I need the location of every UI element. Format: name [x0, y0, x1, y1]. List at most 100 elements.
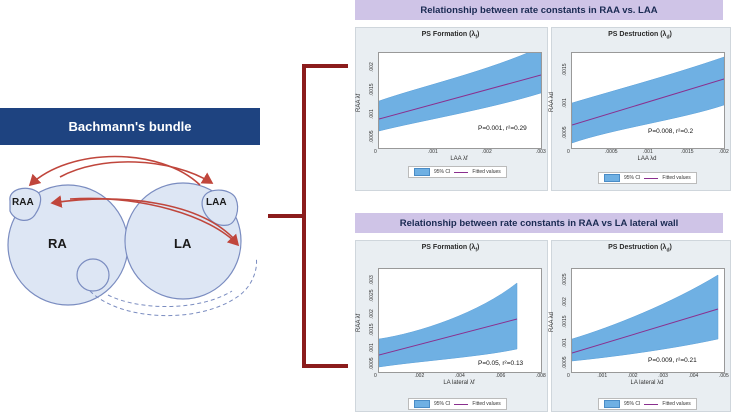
legend-fit-swatch — [644, 403, 659, 405]
stat-annotation: P=0.001, r²=0.29 — [478, 125, 527, 132]
plot-area — [378, 52, 542, 149]
y-tick-label: .001 — [562, 97, 568, 108]
legend-fit-swatch — [644, 177, 659, 179]
arrow-laa-to-raa — [28, 155, 201, 187]
laa-lobe — [201, 189, 239, 226]
chart-svg — [379, 53, 541, 132]
y-tick-label: .0005 — [562, 356, 568, 369]
y-tick-label: .0005 — [369, 357, 375, 371]
y-tick-label: .0015 — [369, 323, 375, 337]
y-axis-label: RAA λd — [549, 311, 555, 332]
y-tick-label: .003 — [369, 274, 375, 285]
legend-ci-label: 95% CI — [624, 175, 641, 181]
x-tick-label: .001 — [597, 373, 608, 379]
x-axis-label: LAA λf — [450, 156, 468, 162]
bracket — [268, 64, 348, 368]
legend-ci-swatch — [604, 400, 620, 408]
stat-annotation: P=0.008, r²=0.2 — [648, 128, 694, 135]
laa-label: LAA — [206, 197, 227, 208]
chart-title: PS Formation (λf) — [421, 31, 480, 41]
legend-ci-swatch — [414, 168, 430, 176]
chart-legend: 95% CI Fitted values — [598, 398, 697, 410]
x-tick-label: 0 — [374, 149, 377, 155]
x-axis-label: LA lateral λf — [443, 380, 475, 386]
chart-title: PS Destruction (λd) — [608, 244, 672, 254]
section-header-la-lateral: Relationship between rate constants in R… — [355, 213, 723, 233]
bachmann-bundle-band: Bachmann's bundle — [0, 108, 260, 145]
raa-lobe — [9, 187, 42, 221]
ci-band — [379, 282, 518, 368]
legend-ci-swatch — [604, 174, 620, 182]
y-axis-label: RAA λf — [356, 313, 362, 332]
fitted-line — [572, 308, 719, 354]
chart-svg — [572, 56, 724, 144]
chart-svg — [379, 282, 518, 368]
x-tick-label: .001 — [428, 149, 438, 155]
arrow-raa-to-la — [69, 197, 240, 247]
y-tick-label: .0015 — [562, 63, 568, 76]
y-tick-label: .0025 — [562, 273, 568, 287]
x-tick-label: .002 — [414, 373, 425, 379]
legend-fit-label: Fitted values — [662, 401, 691, 407]
y-tick-label: .001 — [562, 338, 568, 349]
x-tick-label: .002 — [719, 149, 729, 155]
dashed-vessel-outline-2 — [107, 290, 233, 307]
x-axis-label: LA lateral λd — [630, 380, 664, 386]
x-tick-label: .004 — [688, 373, 699, 379]
x-tick-label: .002 — [482, 149, 492, 155]
ra-label: RA — [48, 236, 67, 251]
y-axis-label: RAA λf — [356, 93, 362, 112]
legend-fit-swatch — [454, 171, 469, 173]
x-tick-label: .001 — [643, 149, 653, 155]
y-tick-label: .0015 — [562, 314, 568, 328]
x-tick-label: .0005 — [605, 149, 618, 155]
x-tick-label: .004 — [455, 373, 465, 379]
y-tick-label: .0005 — [562, 126, 568, 140]
x-axis-label: LAA λd — [637, 156, 657, 162]
x-tick-label: .005 — [719, 373, 729, 379]
x-tick-label: 0 — [567, 149, 570, 155]
y-tick-label: .002 — [369, 309, 375, 319]
band-title: Bachmann's bundle — [68, 119, 192, 134]
ra-inner-circle — [76, 258, 110, 292]
fitted-line — [379, 74, 541, 120]
x-tick-label: .002 — [627, 373, 638, 379]
y-tick-label: .002 — [369, 62, 375, 72]
arrow-la-to-raa — [50, 195, 237, 242]
x-tick-label: .006 — [495, 373, 506, 379]
x-tick-label: 0 — [567, 373, 570, 379]
fitted-line — [572, 78, 724, 126]
plot-area — [378, 268, 542, 373]
y-tick-label: .001 — [369, 343, 375, 354]
legend-ci-label: 95% CI — [434, 169, 451, 175]
legend-fit-swatch — [454, 403, 469, 405]
y-tick-label: .0005 — [369, 130, 375, 144]
x-tick-label: .008 — [536, 373, 546, 379]
plot-area — [571, 52, 725, 149]
ci-band — [572, 274, 719, 362]
y-axis-label: RAA λd — [549, 91, 555, 112]
fitted-line — [379, 318, 518, 356]
y-tick-label: .0025 — [369, 289, 375, 302]
chart-legend: 95% CI Fitted values — [598, 172, 697, 184]
legend-ci-label: 95% CI — [434, 401, 451, 407]
section-header-laa: Relationship between rate constants in R… — [355, 0, 723, 20]
chart-svg — [572, 274, 719, 362]
ci-band — [379, 53, 541, 132]
chart-title: PS Formation (λf) — [421, 244, 480, 254]
chart-title: PS Destruction (λd) — [608, 31, 672, 41]
la-label: LA — [174, 236, 192, 251]
legend-fit-label: Fitted values — [662, 175, 691, 181]
legend-ci-label: 95% CI — [624, 401, 641, 407]
arrow-raa-to-laa — [59, 161, 214, 184]
ci-band — [572, 56, 724, 144]
raa-label: RAA — [12, 197, 34, 208]
heart-diagram — [7, 155, 258, 316]
y-tick-label: .002 — [562, 297, 568, 307]
plot-area — [571, 268, 725, 373]
x-tick-label: .003 — [536, 149, 546, 155]
stat-annotation: P=0.009, r²=0.21 — [648, 357, 697, 364]
legend-ci-swatch — [414, 400, 430, 408]
